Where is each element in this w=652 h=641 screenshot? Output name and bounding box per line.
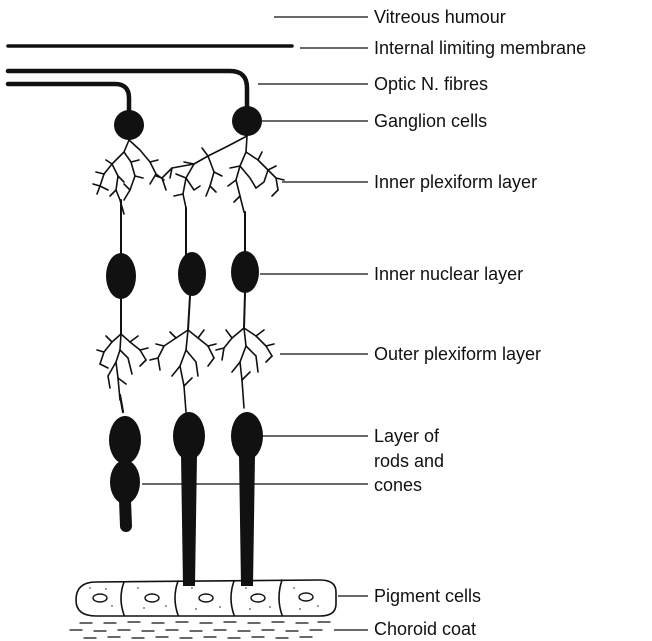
axon-stems-middle <box>121 293 245 334</box>
label-rods-cones-line2: rods and <box>374 451 444 471</box>
label-inner-plexiform-layer: Inner plexiform layer <box>374 172 537 192</box>
label-pigment-cells: Pigment cells <box>374 586 481 606</box>
label-choroid-coat: Choroid coat <box>374 619 476 639</box>
outer-plexiform-layer <box>97 328 274 412</box>
choroid-coat <box>70 622 330 638</box>
rods-and-cones <box>109 412 263 586</box>
optic-nerve-fibres <box>8 71 247 113</box>
label-rods-cones-line1: Layer of <box>374 426 440 446</box>
label-rods-cones-line3: cones <box>374 475 422 495</box>
label-vitreous-humour: Vitreous humour <box>374 7 506 27</box>
label-inner-nuclear-layer: Inner nuclear layer <box>374 264 523 284</box>
label-outer-plexiform-layer: Outer plexiform layer <box>374 344 541 364</box>
label-ganglion-cells: Ganglion cells <box>374 111 487 131</box>
axon-stems-lower <box>120 395 123 412</box>
inner-nuclear-layer <box>106 251 259 299</box>
label-optic-nerve-fibres: Optic N. fibres <box>374 74 488 94</box>
labels: Vitreous humour Internal limiting membra… <box>374 7 586 639</box>
label-internal-limiting-membrane: Internal limiting membrane <box>374 38 586 58</box>
ganglion-cells <box>114 106 262 140</box>
pigment-cells <box>76 580 336 616</box>
axon-stems-upper <box>121 200 245 256</box>
